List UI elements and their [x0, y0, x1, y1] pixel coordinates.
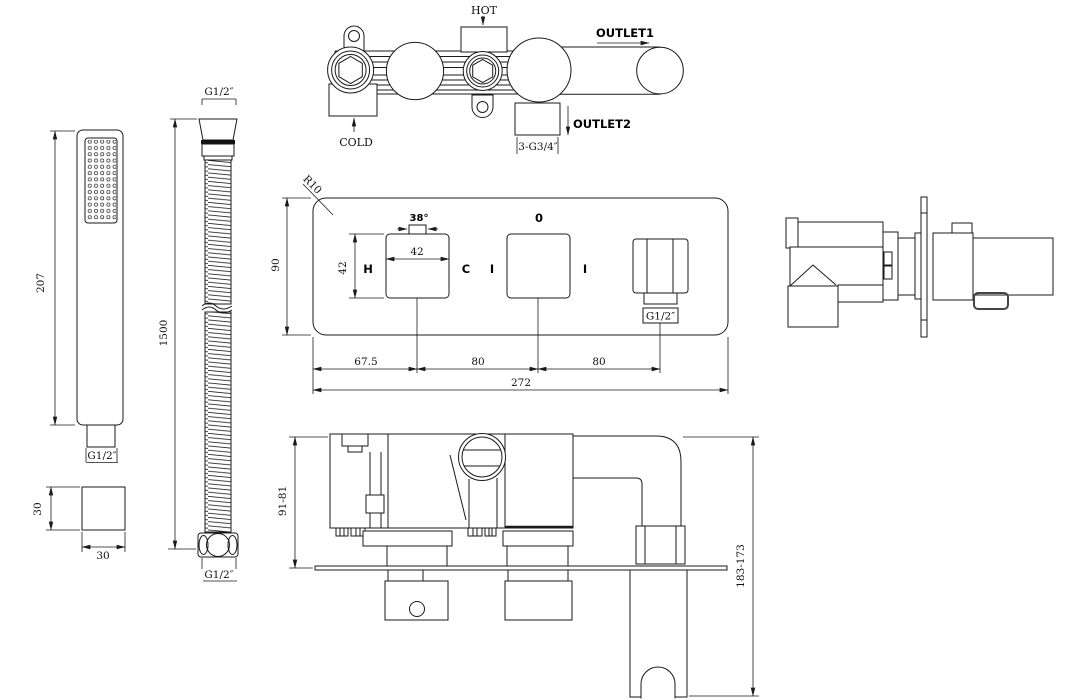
side-view — [785, 196, 1054, 338]
side-hub — [932, 232, 974, 301]
shower-section: 30 30 — [32, 486, 126, 562]
side-tab — [785, 217, 799, 249]
spray-nozzles — [87, 140, 116, 221]
radius-leader — [302, 183, 334, 216]
front-view: R10 90 38° 42 42 H C I 0 I — [270, 173, 729, 394]
handset-holder — [629, 569, 688, 699]
hose-length-dim: 1500 — [158, 118, 197, 550]
side-handle — [972, 237, 1054, 296]
mounting-hole-right — [476, 101, 489, 113]
hose-top-thread-dim: G1/2″ — [201, 86, 237, 105]
top-view: HOT COLD OUTLET1 OUTLET2 3-G3/4″ — [327, 4, 684, 154]
side-handle-grip — [973, 292, 1009, 310]
rear-body — [329, 433, 574, 529]
side-chevron — [789, 264, 837, 287]
rear-diagonal — [449, 454, 467, 521]
hose-nut — [197, 532, 239, 558]
hot-port — [462, 51, 503, 91]
thermo-knob-front — [385, 233, 450, 299]
knob-height-label: 42 — [337, 261, 349, 274]
hot-label: HOT — [471, 4, 498, 17]
hose-bottom-thread-label: G1/2″ — [204, 569, 233, 581]
shower-length-dim: 207 — [35, 130, 75, 426]
elbow-nut — [635, 525, 686, 565]
cold-port — [327, 46, 375, 94]
outlet2-label: OUTLET2 — [573, 117, 631, 131]
side-body-top — [797, 221, 884, 248]
knob-height-dim: 42 — [337, 233, 384, 299]
outlet-thread-label: 3-G3/4″ — [518, 141, 558, 153]
hose-body — [201, 159, 233, 533]
rear-height-label: 183-173 — [735, 544, 747, 588]
hose-top-thread-label: G1/2″ — [204, 86, 233, 98]
hose-view: G1/2″ 1500 — [158, 86, 239, 582]
hose-bottom-thread-dim: G1/2″ — [201, 558, 237, 582]
shower-connector — [86, 424, 116, 448]
cold-label: COLD — [339, 136, 373, 149]
cold-mark: C — [462, 262, 470, 276]
rear-view: 91-81 183-173 — [277, 433, 759, 699]
front-dimensions: 67.5 80 80 272 — [312, 298, 729, 394]
rear-stem — [365, 452, 385, 528]
hand-shower-view: G1/2″ 207 30 30 — [32, 129, 126, 562]
wall-plate — [314, 565, 728, 571]
side-body-lower-left — [787, 285, 839, 328]
side-plate — [920, 196, 928, 338]
rear-height-dim: 183-173 — [683, 436, 759, 697]
hose-top-fitting — [198, 118, 238, 161]
dim-offset-label: 67.5 — [354, 356, 377, 368]
onoff-knob-top — [506, 37, 572, 103]
dim-spacing2-label: 80 — [592, 356, 605, 368]
outlet2-block — [514, 102, 561, 136]
outlet-fitting-front: G1/2″ — [632, 238, 689, 324]
thermo-knob-tab — [408, 224, 427, 235]
section-width-label: 30 — [96, 550, 109, 562]
temperature-label: 38° — [410, 213, 429, 224]
rear-feet — [335, 527, 497, 537]
mounting-tab-right — [471, 94, 494, 118]
hot-inlet-block — [460, 26, 508, 53]
hot-mark: H — [363, 262, 373, 276]
zero-mark: 0 — [535, 211, 543, 225]
hose-length-label: 1500 — [158, 320, 170, 347]
pipe-end-cap — [636, 46, 684, 95]
elbow-pipe — [572, 435, 686, 565]
dim-spacing1-label: 80 — [471, 356, 484, 368]
rear-depth-label: 91-81 — [277, 486, 289, 516]
knob-width-dim: 42 — [385, 246, 450, 262]
shower-thread-dim: G1/2″ — [85, 448, 118, 463]
front-outlet-thread-label: G1/2″ — [646, 311, 675, 323]
rear-outlet-boss — [458, 433, 506, 528]
outlet1-label: OUTLET1 — [596, 26, 654, 40]
side-hub-tab — [951, 222, 973, 234]
section-depth-label: 30 — [32, 502, 44, 515]
shower-thread-label: G1/2″ — [87, 450, 116, 462]
outlet-thread-box — [642, 307, 679, 324]
shower-length-label: 207 — [35, 273, 47, 293]
plate-width-label: 272 — [511, 377, 531, 389]
plate-height-label: 90 — [270, 258, 282, 271]
outlet-thread-dim: 3-G3/4″ — [516, 137, 559, 154]
thermo-knob-top — [385, 41, 445, 101]
tick-left: I — [490, 262, 494, 276]
corner-radius-label: R10 — [300, 173, 324, 197]
mounting-hole-left — [348, 30, 360, 42]
spray-face — [84, 137, 118, 224]
plate-height-dim: 90 — [270, 197, 311, 336]
rear-knob-left — [362, 530, 453, 621]
rear-depth-dim: 91-81 — [277, 436, 328, 569]
tick-right: I — [583, 262, 587, 276]
rear-knob-right — [502, 530, 574, 621]
onoff-knob-front — [506, 233, 571, 299]
side-neck2 — [897, 237, 916, 296]
knob-width-label: 42 — [410, 246, 423, 258]
side-body-lower-right — [837, 284, 884, 303]
